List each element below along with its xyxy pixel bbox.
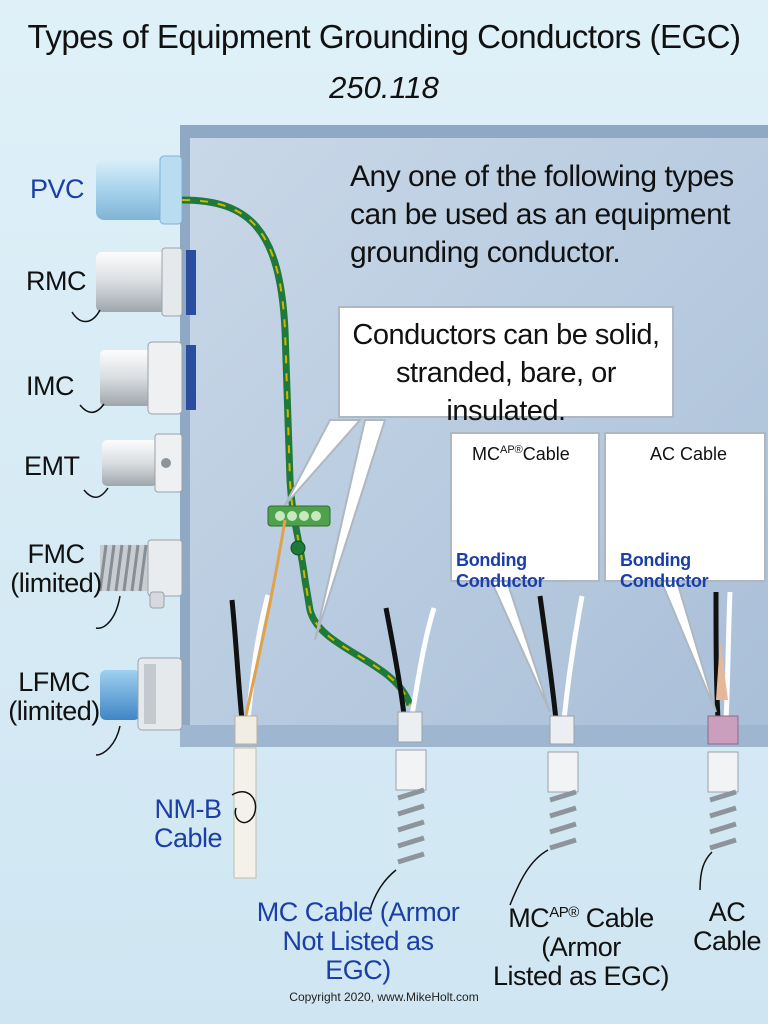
label-mc-cable-line2: Not Listed as EGC) <box>282 926 434 985</box>
label-pvc: PVC <box>30 174 85 204</box>
ac-bonding-label: Bonding Conductor <box>620 550 709 591</box>
main-note: Any one of the following types can be us… <box>350 160 734 269</box>
label-mc-cable-line1: MC Cable (Armor <box>256 897 460 927</box>
mc-ap-bonding-label: Bonding Conductor <box>456 550 545 591</box>
mc-ap-cable-graphic <box>537 595 585 851</box>
label-fmc-note: (limited) <box>10 568 102 598</box>
copyright: Copyright 2020, www.MikeHolt.com <box>289 990 479 1004</box>
mc-ap-inset-title: MCAP®Cable <box>472 444 570 465</box>
ac-cable-graphic <box>707 591 739 851</box>
mc-cable-graphic <box>383 607 437 865</box>
label-fmc-name: FMC <box>27 539 85 569</box>
label-emt: EMT <box>24 451 80 481</box>
mc-ap-inset: MCAP®Cable Bonding Conductor <box>450 432 600 591</box>
label-ac-cable-line1: AC <box>708 897 746 927</box>
label-rmc: RMC <box>26 266 87 296</box>
fmc-conduit-graphic <box>98 539 183 609</box>
label-lfmc-note: (limited) <box>8 696 100 726</box>
lfmc-conduit-graphic <box>100 657 183 731</box>
rmc-conduit-graphic <box>96 247 183 317</box>
label-mc-ap-cable-line2: Listed as EGC) <box>492 961 670 991</box>
label-mc-ap-sup: AP® <box>549 904 579 921</box>
label-nm-b-line1: NM-B <box>154 794 223 824</box>
emt-conduit-graphic <box>102 433 183 493</box>
label-mc-ap-cable-line1: MCAP® Cable (Armor <box>470 898 692 962</box>
conductors-callout: Conductors can be solid, stranded, bare,… <box>338 306 674 427</box>
mc-ap-inset-sup: AP® <box>500 444 523 456</box>
label-lfmc-name: LFMC <box>18 667 90 697</box>
knockout-marks <box>186 250 196 410</box>
code-section: 250.118 <box>329 70 439 105</box>
label-ac-cable-line2: Cable <box>692 926 762 956</box>
mc-ap-inset-prefix: MC <box>472 444 500 464</box>
page-title: Types of Equipment Grounding Conductors … <box>27 18 741 55</box>
label-mc-ap-cable: MCAP® Cable (Armor Listed as EGC) <box>470 898 692 991</box>
nm-b-cable-graphic <box>229 519 287 879</box>
ac-inset: AC Cable Bonding Conductor <box>604 432 766 591</box>
pvc-conduit-graphic <box>96 155 183 225</box>
label-mc-cable: MC Cable (Armor Not Listed as EGC) <box>248 898 468 985</box>
mc-ap-inset-suffix: Cable <box>522 444 570 464</box>
ac-inset-title: AC Cable <box>650 444 728 464</box>
label-imc: IMC <box>26 371 75 401</box>
label-mc-ap-prefix: MC <box>508 903 550 933</box>
label-lfmc: LFMC (limited) <box>8 668 100 726</box>
label-ac-cable: AC Cable <box>692 898 762 956</box>
label-nm-b: NM-B Cable <box>148 795 228 853</box>
label-mc-ap-suffix: Cable (Armor <box>541 903 654 962</box>
label-leader-arrows <box>71 309 713 911</box>
label-nm-b-line2: Cable <box>153 823 223 853</box>
imc-conduit-graphic <box>100 341 183 415</box>
callout-pointers <box>284 419 717 713</box>
label-fmc: FMC (limited) <box>10 540 102 598</box>
